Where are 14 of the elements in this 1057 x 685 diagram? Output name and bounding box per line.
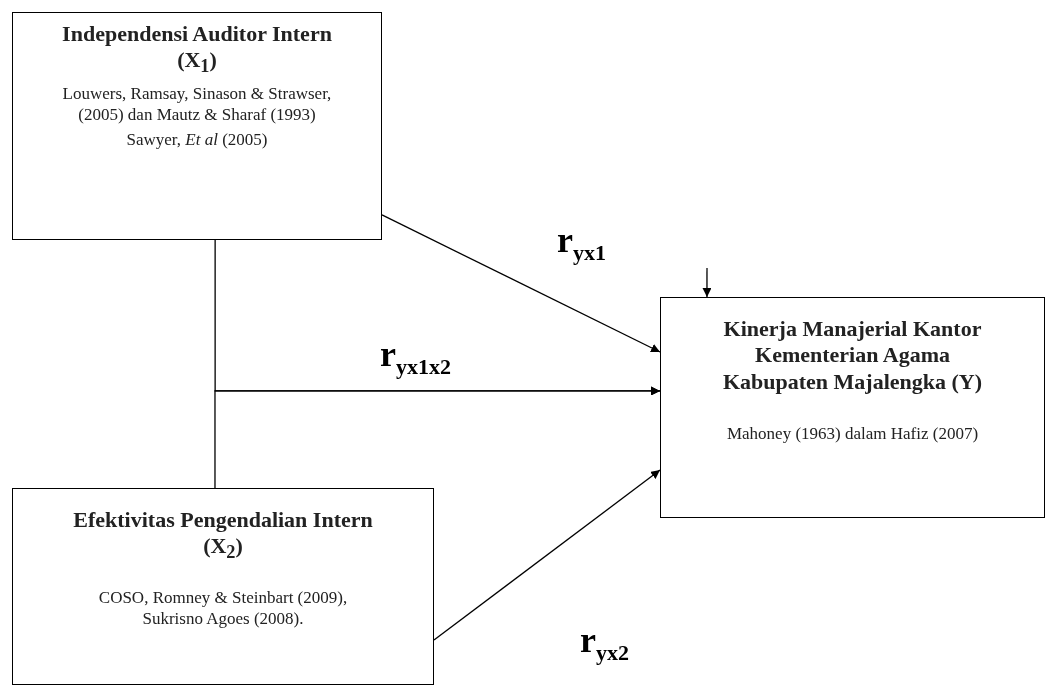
reference-text: COSO, Romney & Steinbart (2009), Sukrisno Agoes (2008). — [97, 586, 349, 630]
text-box — [660, 297, 1045, 518]
box-title: Efektivitas Pengendalian Intern (X$_{2}$) — [72, 507, 374, 565]
arrow — [214, 386, 661, 489]
arrow — [381, 214, 661, 353]
input-arrow — [702, 267, 712, 298]
text-box — [12, 488, 434, 685]
reference-text: Mahoney (1963) dalam Hafiz (2007) — [725, 423, 980, 445]
arrow — [433, 469, 661, 641]
text-box — [12, 12, 382, 240]
reference-text: Sawyer, Et al (2005) — [125, 129, 269, 151]
box-title: Kinerja Manajerial Kantor Kementerian Agama Kabupaten Majalengka (Y) — [721, 316, 984, 396]
box-title: Independensi Auditor Intern (X$_{1}$) — [61, 21, 333, 79]
reference-text: Louwers, Ramsay, Sinason & Strawser, (2005) dan Mautz & Sharaf (1993) — [61, 82, 333, 126]
